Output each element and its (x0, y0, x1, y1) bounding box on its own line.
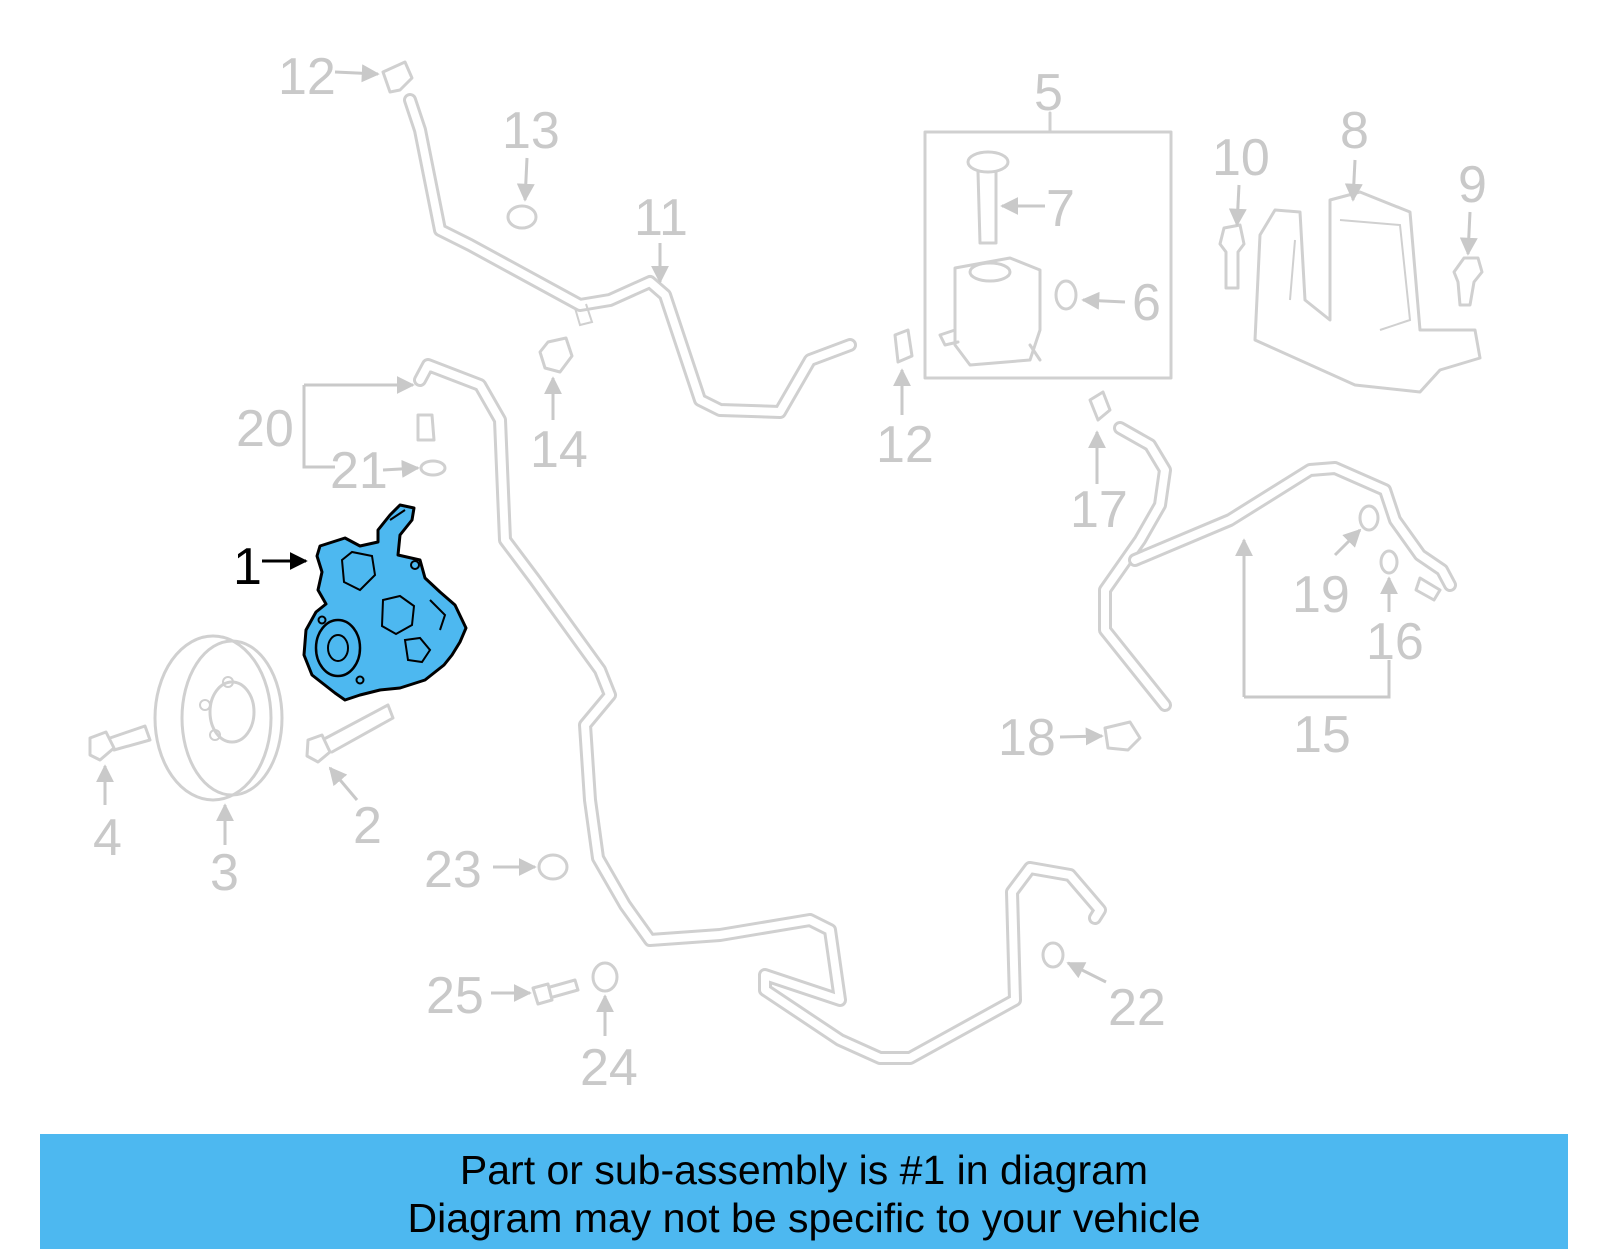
washer-16 (1379, 549, 1399, 575)
clamp-12-top (381, 60, 414, 94)
callout-12-top: 12 (278, 48, 336, 106)
callout-20: 20 (236, 400, 294, 458)
callout-25: 25 (426, 967, 484, 1025)
nut-18 (1103, 720, 1142, 752)
fitting-20 (416, 413, 436, 442)
callout-11: 11 (634, 189, 688, 247)
bolt-10 (1218, 223, 1246, 290)
clamp-17 (1088, 390, 1112, 422)
callout-10: 10 (1212, 129, 1270, 187)
callout-4: 4 (93, 809, 122, 867)
reservoir-assembly (923, 111, 1173, 380)
banner-line-part: Part or sub-assembly is #1 in diagram (459, 1147, 1149, 1193)
power-steering-pump (302, 503, 468, 702)
callout-labels: 1 2 3 4 5 6 7 8 9 10 11 12 12 13 14 15 1… (93, 48, 1487, 1097)
bracket (1253, 190, 1482, 394)
callout-21: 21 (330, 442, 388, 500)
info-banner: Part or sub-assembly is #1 in diagram Di… (40, 1134, 1568, 1249)
callout-12-right: 12 (876, 416, 934, 474)
callout-16: 16 (1366, 613, 1424, 671)
fitting-15 (1414, 576, 1442, 602)
callout-22: 22 (1108, 979, 1166, 1037)
callout-5: 5 (1034, 64, 1063, 122)
bolt-2 (305, 703, 395, 764)
pressure-line (413, 358, 1107, 1065)
clamp-13 (506, 204, 538, 230)
upper-return-hose (403, 93, 857, 419)
washer-21 (419, 459, 447, 477)
washer-22 (1041, 941, 1065, 969)
callout-6: 6 (1132, 274, 1161, 332)
bolt-4 (88, 724, 152, 762)
leader-lines (96, 64, 1478, 1036)
callout-24: 24 (580, 1039, 638, 1097)
callout-3: 3 (210, 844, 239, 902)
callout-2: 2 (353, 797, 382, 855)
callout-15: 15 (1293, 706, 1351, 764)
callout-23: 23 (424, 841, 482, 899)
pulley (153, 634, 284, 802)
washer-19 (1358, 504, 1380, 532)
banner-line-disclaimer: Diagram may not be specific to your vehi… (407, 1195, 1201, 1241)
clamp-23 (537, 853, 569, 881)
callout-7: 7 (1046, 180, 1075, 238)
callout-17: 17 (1070, 481, 1128, 539)
bolt-9 (1452, 256, 1484, 307)
callout-8: 8 (1340, 102, 1369, 160)
callout-13: 13 (502, 102, 560, 160)
cooler-line (1098, 421, 1457, 712)
clamp-12-right (893, 328, 914, 364)
bolt-25 (531, 978, 580, 1006)
clamp-24 (591, 961, 619, 993)
callout-1: 1 (233, 538, 262, 596)
callout-18: 18 (998, 709, 1056, 767)
callout-19: 19 (1292, 566, 1350, 624)
callout-9: 9 (1458, 156, 1487, 214)
callout-14: 14 (530, 421, 588, 479)
nut-14 (538, 336, 574, 374)
